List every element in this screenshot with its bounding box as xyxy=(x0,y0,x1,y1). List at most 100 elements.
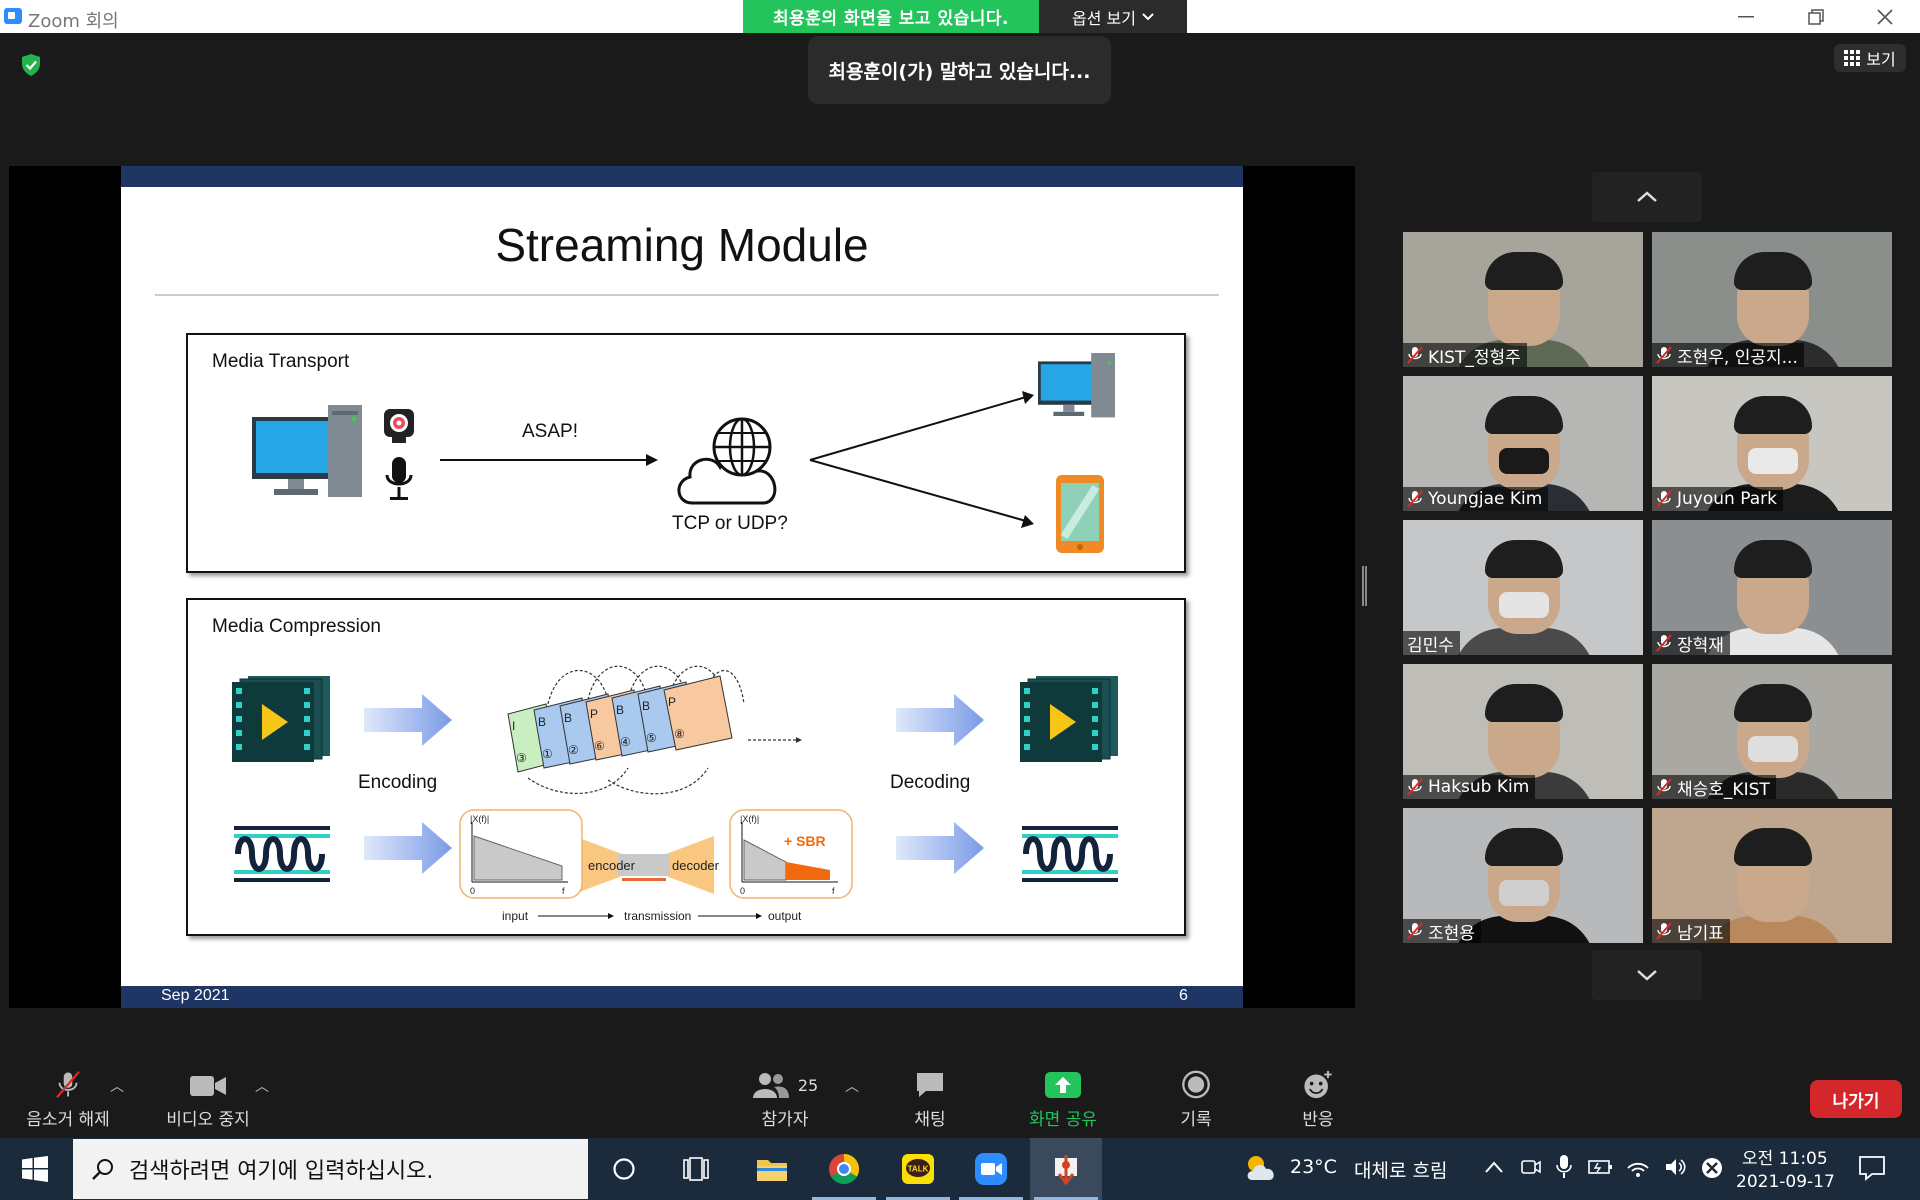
participant-tile[interactable]: KIST_정형주 xyxy=(1403,232,1643,367)
chat-button[interactable]: 채팅 xyxy=(890,1070,970,1130)
meet-now-icon[interactable] xyxy=(1520,1156,1542,1178)
start-button[interactable] xyxy=(0,1138,70,1200)
input-label: input xyxy=(502,909,529,923)
slide-footer-date: Sep 2021 xyxy=(161,987,230,1004)
participant-name-tag: 장혁재 xyxy=(1652,631,1730,655)
windows-taskbar: 검색하려면 여기에 입력하십시오. TALK 23°C 대체로 흐림 오전 11… xyxy=(0,1138,1920,1200)
encoder-label: encoder xyxy=(588,858,636,873)
taskbar-powerpoint[interactable] xyxy=(1030,1138,1102,1200)
participant-hair xyxy=(1485,828,1563,866)
video-camera-icon xyxy=(190,1076,226,1096)
muted-mic-icon xyxy=(1407,922,1423,940)
muted-mic-icon xyxy=(1407,346,1423,364)
participant-hair xyxy=(1485,396,1563,434)
viewing-share-banner: 최용훈의 화면을 보고 있습니다. xyxy=(743,0,1039,33)
participant-hair xyxy=(1734,396,1812,434)
gallery-page-down-button[interactable] xyxy=(1592,950,1702,1000)
restore-button[interactable] xyxy=(1781,0,1851,33)
decoded-video-icon xyxy=(1020,676,1118,762)
participant-tile[interactable]: 장혁재 xyxy=(1652,520,1892,655)
participant-tile[interactable]: Haksub Kim xyxy=(1403,664,1643,799)
participant-name: 김민수 xyxy=(1407,635,1454,656)
view-mode-label: 보기 xyxy=(1866,50,1896,69)
slide-top-band xyxy=(121,166,1243,187)
share-screen-button[interactable]: 화면 공유 xyxy=(1015,1070,1111,1130)
action-center-icon[interactable] xyxy=(1858,1154,1886,1182)
participant-tile[interactable]: 김민수 xyxy=(1403,520,1643,655)
face-mask xyxy=(1748,448,1798,474)
encryption-shield-icon[interactable] xyxy=(20,53,42,77)
frame-label-2: B xyxy=(564,711,572,725)
volume-icon[interactable] xyxy=(1664,1156,1688,1178)
participant-name-tag: 남기표 xyxy=(1652,919,1730,943)
frame-number-0: ③ xyxy=(516,751,527,765)
muted-mic-icon xyxy=(1656,778,1672,796)
taskbar-chrome[interactable] xyxy=(808,1138,880,1200)
smartphone-icon xyxy=(1056,475,1104,553)
taskbar-zoom[interactable] xyxy=(955,1138,1027,1200)
chevron-up-icon[interactable] xyxy=(1484,1160,1504,1174)
view-options-button[interactable]: 옵션 보기 xyxy=(1039,0,1187,33)
unmute-button[interactable]: 음소거 해제 xyxy=(18,1070,118,1130)
task-view-button[interactable] xyxy=(660,1138,732,1200)
weather-temperature: 23°C xyxy=(1290,1156,1337,1178)
weather-description: 대체로 흐림 xyxy=(1354,1160,1448,1182)
leave-meeting-button[interactable]: 나가기 xyxy=(1810,1080,1902,1118)
participant-tile[interactable]: 채승호_KIST xyxy=(1652,664,1892,799)
notification-close-icon[interactable] xyxy=(1700,1156,1724,1180)
record-button[interactable]: 기록 xyxy=(1156,1070,1236,1130)
clock-time[interactable]: 오전 11:05 xyxy=(1742,1149,1828,1169)
participant-tile[interactable]: 남기표 xyxy=(1652,808,1892,943)
taskbar-search-box[interactable]: 검색하려면 여기에 입력하십시오. xyxy=(73,1139,588,1199)
folder-icon xyxy=(757,1160,787,1181)
minimize-icon xyxy=(1738,15,1754,17)
clock-date[interactable]: 2021-09-17 xyxy=(1736,1172,1835,1192)
reactions-button[interactable]: 반응 xyxy=(1278,1070,1358,1130)
participant-tile[interactable]: 조현우, 인공지... xyxy=(1652,232,1892,367)
cortana-button[interactable] xyxy=(588,1138,660,1200)
video-file-icon xyxy=(232,676,330,762)
chrome-icon xyxy=(829,1154,860,1185)
participant-name-tag: KIST_정형주 xyxy=(1403,343,1527,367)
zoom-app-icon xyxy=(4,8,22,24)
decoder-label: decoder xyxy=(672,858,720,873)
participant-hair xyxy=(1485,684,1563,722)
slide-page-number: 6 xyxy=(1179,987,1188,1004)
participant-hair xyxy=(1734,540,1812,578)
taskbar-kakaotalk[interactable]: TALK xyxy=(882,1138,954,1200)
audio-codec-diagram: |X(f)| |X(f)| 0 f 0 f encoder decoder + … xyxy=(459,809,853,923)
share-screen-label: 화면 공유 xyxy=(1029,1110,1097,1130)
frame-number-4: ④ xyxy=(620,735,631,749)
gallery-page-up-button[interactable] xyxy=(1592,172,1702,222)
minimize-button[interactable] xyxy=(1711,0,1781,33)
media-transport-label: Media Transport xyxy=(212,351,350,372)
stop-video-button[interactable]: 비디오 중지 xyxy=(158,1070,258,1130)
face-mask xyxy=(1499,880,1549,906)
muted-mic-icon xyxy=(1656,922,1672,940)
participant-hair xyxy=(1485,252,1563,290)
audio-options-caret[interactable]: ︿ xyxy=(110,1079,124,1095)
sbr-label: + SBR xyxy=(784,833,826,849)
participant-tile[interactable]: 조현용 xyxy=(1403,808,1643,943)
panel-splitter-handle[interactable] xyxy=(1362,566,1367,606)
view-mode-button[interactable]: 보기 xyxy=(1834,44,1906,72)
participants-options-caret[interactable]: ︿ xyxy=(845,1079,859,1095)
participant-tile[interactable]: Juyoun Park xyxy=(1652,376,1892,511)
microphone-tray-icon[interactable] xyxy=(1556,1154,1572,1180)
participant-tile[interactable]: Youngjae Kim xyxy=(1403,376,1643,511)
close-window-button[interactable] xyxy=(1850,0,1920,33)
video-options-caret[interactable]: ︿ xyxy=(255,1079,269,1095)
participants-label: 참가자 xyxy=(761,1110,809,1130)
face-mask xyxy=(1499,448,1549,474)
media-compression-label: Media Compression xyxy=(212,616,381,637)
cortana-circle-icon xyxy=(613,1158,635,1180)
fork-arrows xyxy=(809,391,1034,528)
receiver-computer-icon xyxy=(1038,353,1115,418)
frame-label-0: I xyxy=(512,719,515,733)
frame-number-3: ⑥ xyxy=(594,739,605,753)
wifi-icon[interactable] xyxy=(1626,1156,1650,1178)
participants-button[interactable]: 25 참가자 xyxy=(740,1070,830,1130)
battery-icon[interactable] xyxy=(1588,1158,1614,1176)
taskbar-file-explorer[interactable] xyxy=(736,1138,808,1200)
asap-label: ASAP! xyxy=(522,421,578,442)
